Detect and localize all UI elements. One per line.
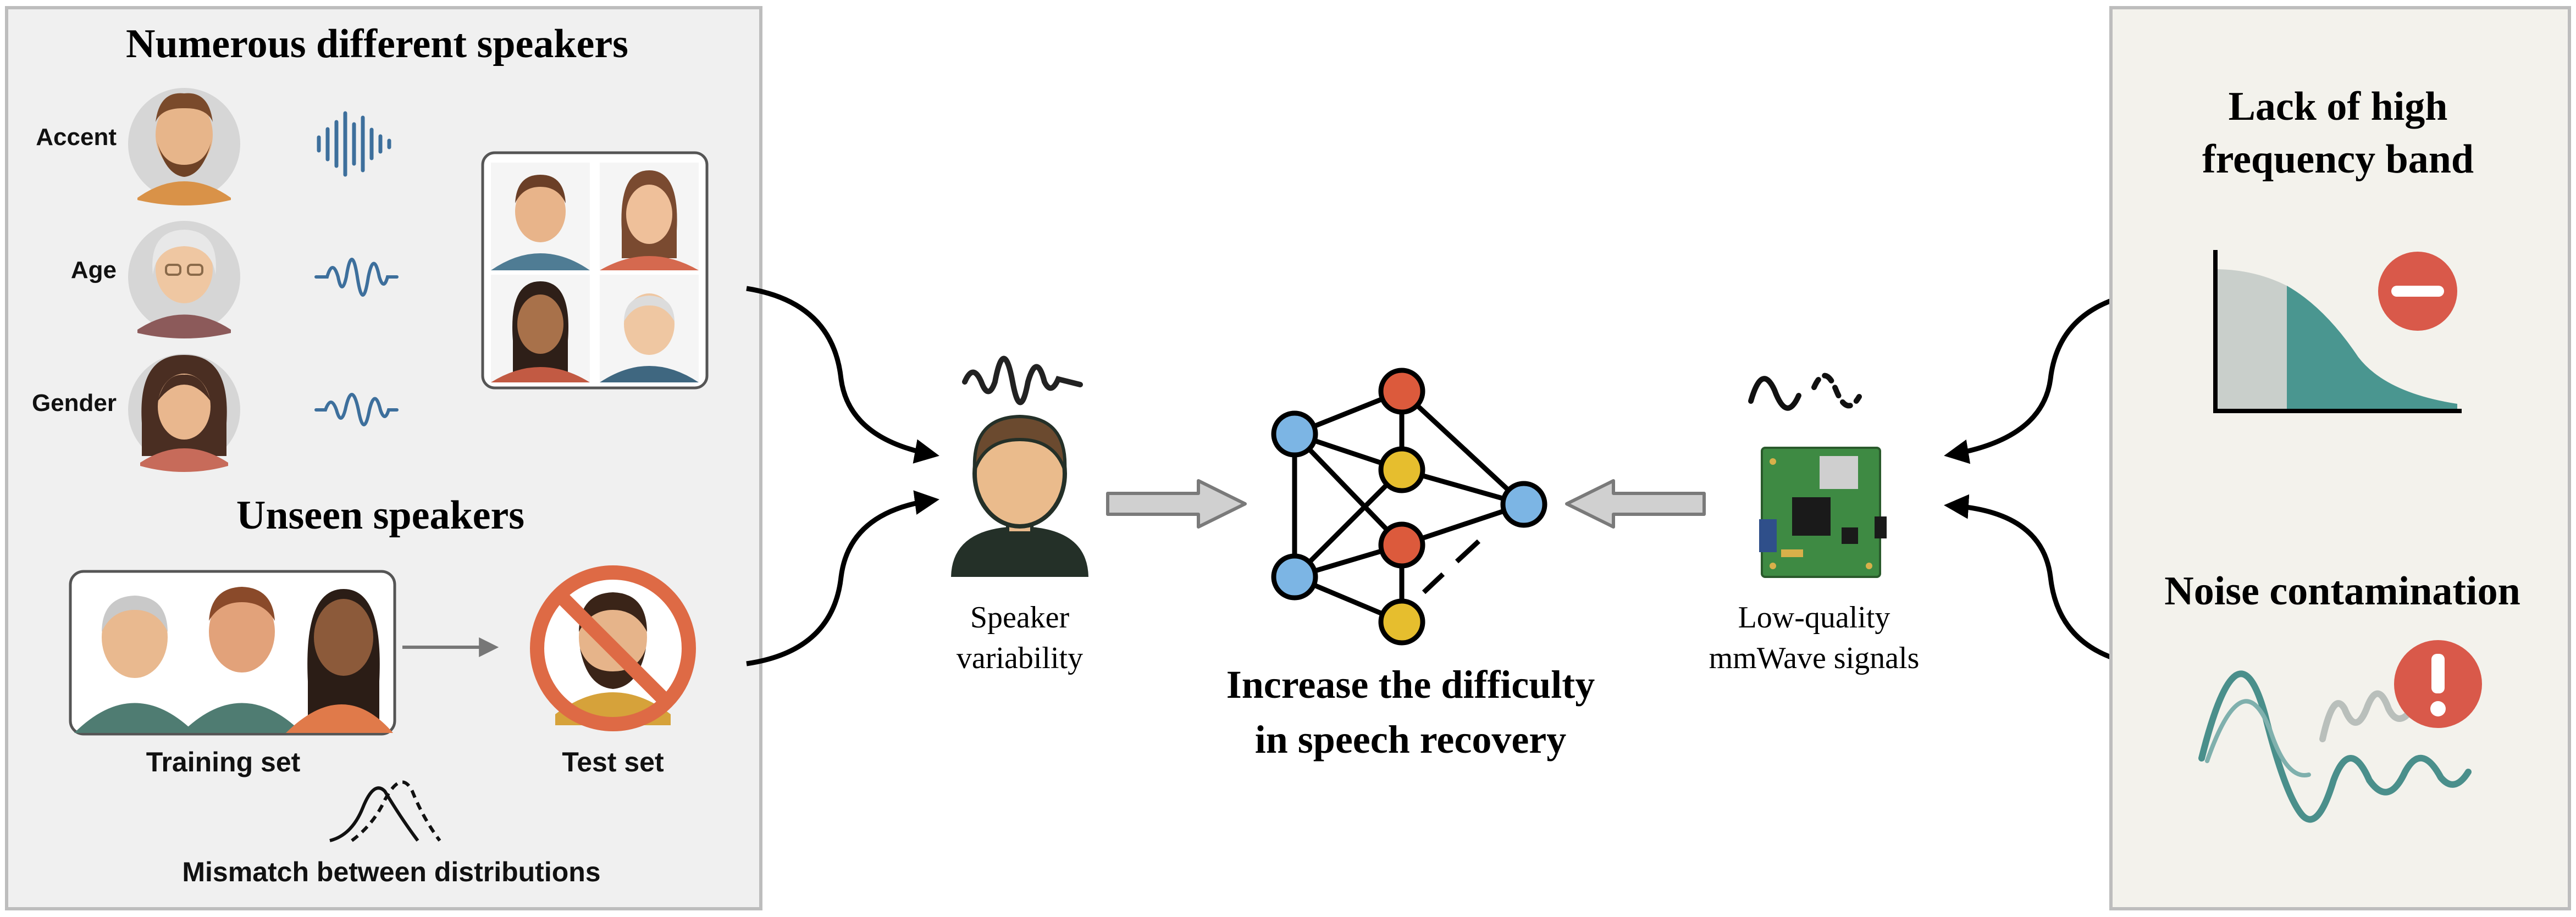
mmwave-label-1: Low-quality — [1738, 601, 1890, 635]
avatar-accent-speaker — [128, 88, 240, 205]
row-label-gender: Gender — [32, 390, 117, 416]
mmwave-radar-board-icon — [1759, 447, 1887, 578]
avatar-female-speaker — [128, 354, 240, 472]
band-title-line-1: Lack of high — [2229, 84, 2448, 129]
frequency-spectrum-icon — [2213, 250, 2462, 413]
band-title-line-2: frequency band — [2202, 137, 2474, 182]
waveform-icon-age — [314, 258, 399, 297]
left-panel: Numerous different speakers Accent Age G… — [5, 6, 762, 910]
waveform-icon-gender — [314, 393, 399, 426]
exclamation-warning-icon — [2394, 640, 2482, 728]
network-node — [1378, 368, 1425, 415]
main-conclusion-line-1: Increase the difficulty — [1226, 663, 1595, 707]
training-set-label: Training set — [146, 747, 301, 777]
mmwave-label-2: mmWave signals — [1709, 641, 1920, 675]
right-panel: Lack of high frequency band Noise contam… — [2109, 6, 2571, 910]
arrow-noise-to-mmwave — [1944, 494, 2140, 668]
speaker-person-icon — [951, 414, 1088, 577]
mismatch-label: Mismatch between distributions — [182, 857, 600, 887]
mmwave-signal-icon — [1748, 373, 1862, 411]
prohibited-icon — [530, 565, 696, 731]
avatar-elderly-speaker — [128, 221, 240, 338]
waveform-icon-accent — [317, 111, 391, 177]
speaker-group-image — [481, 151, 709, 390]
network-node — [1378, 521, 1425, 569]
neural-network-icon — [1271, 368, 1547, 646]
arrow-unseen-to-variability — [746, 490, 939, 666]
unseen-speakers-title: Unseen speakers — [236, 493, 524, 538]
noise-title: Noise contamination — [2164, 569, 2520, 614]
voice-wave-icon — [962, 355, 1083, 405]
network-node — [1378, 446, 1425, 493]
minus-warning-icon — [2378, 252, 2457, 331]
arrow-speakers-to-variability — [746, 286, 939, 464]
speaker-variability-label-2: variability — [957, 641, 1083, 675]
network-node — [1500, 481, 1547, 528]
speaker-variability-label-1: Speaker — [970, 601, 1070, 635]
arrow-band-to-mmwave — [1944, 290, 2140, 464]
main-conclusion-line-2: in speech recovery — [1255, 718, 1567, 762]
distribution-curves-icon — [329, 780, 441, 842]
row-label-age: Age — [71, 257, 117, 284]
test-set-label: Test set — [562, 747, 664, 777]
network-node — [1271, 410, 1318, 458]
network-node — [1378, 598, 1425, 646]
training-set-image — [69, 570, 396, 736]
noisy-wave-icon — [2198, 670, 2472, 823]
network-node — [1271, 553, 1318, 601]
row-label-accent: Accent — [36, 124, 117, 151]
left-panel-title: Numerous different speakers — [126, 21, 628, 66]
arrow-variability-to-network — [1106, 479, 1247, 529]
arrow-mmwave-to-network — [1565, 479, 1706, 529]
